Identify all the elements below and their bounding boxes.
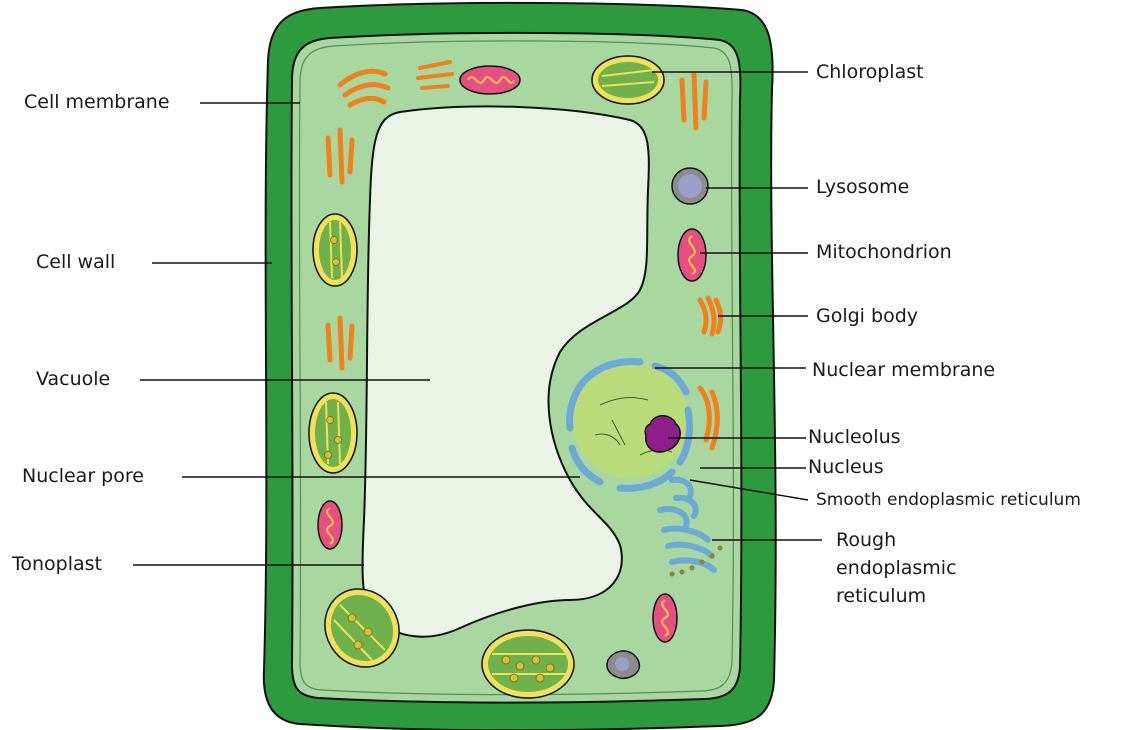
label-nucleolus: Nucleolus [808, 428, 901, 447]
label-rough-er-line2: endoplasmic [836, 554, 957, 582]
label-smooth-er: Smooth endoplasmic reticulum [816, 492, 1081, 509]
label-tonoplast: Tonoplast [12, 555, 102, 574]
label-rough-er: Rough endoplasmic reticulum [836, 526, 957, 610]
label-nuclear-pore: Nuclear pore [22, 467, 144, 486]
label-rough-er-line1: Rough [836, 526, 957, 554]
label-rough-er-line3: reticulum [836, 582, 957, 610]
label-nucleus: Nucleus [808, 458, 884, 477]
label-golgi-body: Golgi body [816, 307, 918, 326]
label-mitochondrion: Mitochondrion [816, 243, 952, 262]
label-chloroplast: Chloroplast [816, 63, 924, 82]
label-nuclear-membrane: Nuclear membrane [812, 361, 995, 380]
label-vacuole: Vacuole [36, 370, 110, 389]
label-cell-membrane: Cell membrane [24, 93, 170, 112]
label-lysosome: Lysosome [816, 178, 909, 197]
label-cell-wall: Cell wall [36, 253, 115, 272]
